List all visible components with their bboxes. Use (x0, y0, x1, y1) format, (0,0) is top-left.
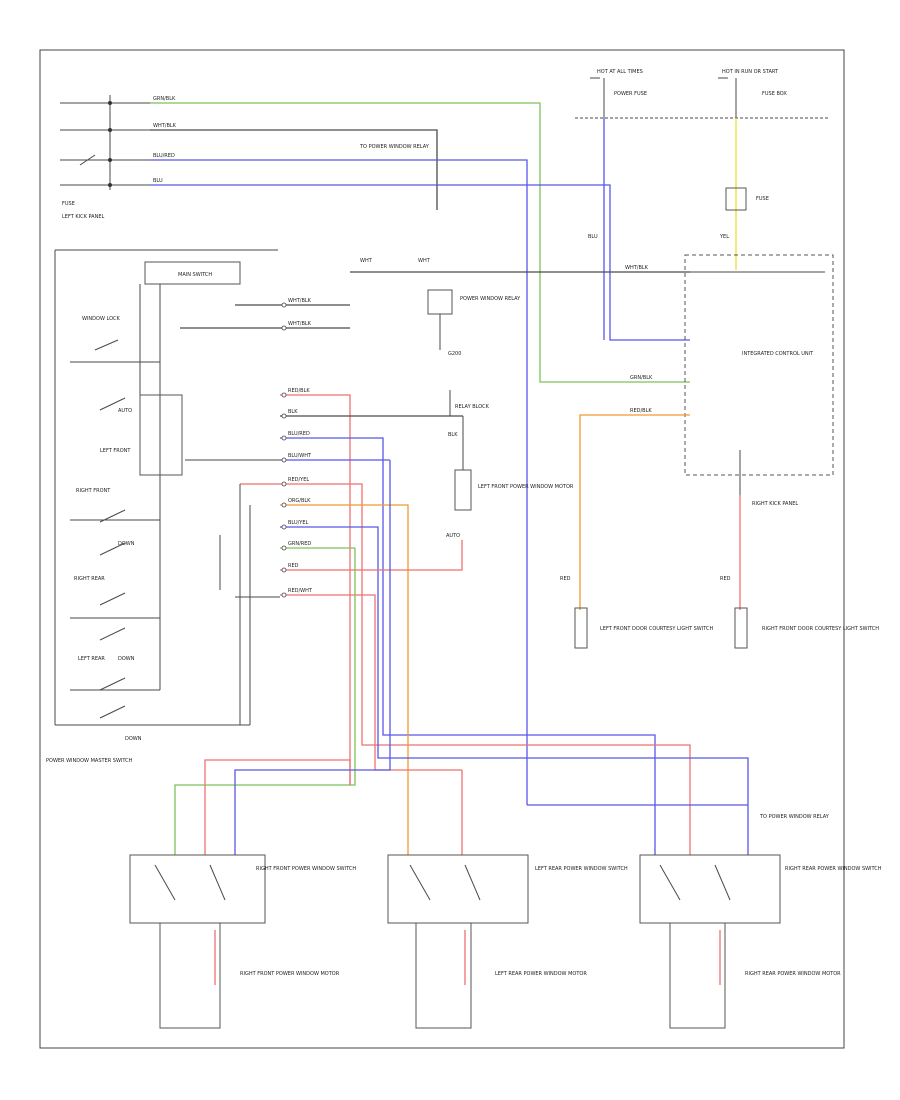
wire-label-grn-blk-relay: GRN/BLK (630, 375, 653, 381)
label-hot-all-times: HOT AT ALL TIMES (597, 69, 643, 75)
wire-label-blk-mid: BLK (448, 432, 458, 438)
top-left-connector: LEFT KICK PANEL FUSE (55, 95, 278, 251)
label-down-2: DOWN (118, 656, 135, 662)
label-auto-mid: AUTO (446, 533, 460, 539)
label-relay-fuse: FUSE (756, 196, 769, 202)
wire-label-blu-fuse: BLU (588, 234, 598, 240)
label-relay-integration: INTEGRATED CONTROL UNIT (742, 351, 814, 357)
label-hot-run-start: HOT IN RUN OR START (722, 69, 779, 75)
wire-label-red-ms: RED (288, 563, 299, 569)
wire-label-wht-blk-relay: WHT/BLK (625, 265, 649, 271)
label-auto: AUTO (118, 408, 132, 414)
label-to-power-window-relay: TO POWER WINDOW RELAY (359, 144, 430, 150)
top-wires: GRN/BLK WHT/BLK BLU/RED BLU TO POWER WIN… (150, 96, 690, 805)
label-rr-motor: RIGHT REAR POWER WINDOW MOTOR (745, 971, 841, 977)
label-left-kick-panel: LEFT KICK PANEL (62, 214, 105, 220)
wire-label-wht-mid: WHT (360, 258, 373, 264)
door-courtesy-switches: LEFT FRONT DOOR COURTESY LIGHT SWITCH RI… (560, 414, 879, 649)
wire-label-blu-red-ms: BLU/RED (288, 431, 310, 437)
label-rr-switch: RIGHT REAR POWER WINDOW SWITCH (785, 866, 882, 872)
label-window-lock: WINDOW LOCK (82, 316, 121, 322)
wire-label-red-door-right: RED (720, 576, 731, 582)
wire-label-blu: BLU (153, 178, 163, 184)
wire-label-red-blk: RED/BLK (288, 388, 310, 394)
wire-label-blu-yel: BLU/YEL (288, 520, 309, 526)
wire-label-wht-mid2: WHT (418, 258, 431, 264)
fuse-box-top: HOT AT ALL TIMES HOT IN RUN OR START POW… (575, 69, 830, 340)
label-rf-motor: RIGHT FRONT POWER WINDOW MOTOR (240, 971, 340, 977)
label-main-switch-title: MAIN SWITCH (178, 272, 212, 278)
power-window-master-switch: MAIN SWITCH WINDOW LOCK LEFT FRONT RIGHT… (46, 250, 250, 764)
wire-label-org-blk: ORG/BLK (288, 498, 311, 504)
wire-label-red-yel: RED/YEL (288, 477, 309, 483)
wire-label-wht-blk: WHT/BLK (153, 123, 177, 129)
label-fuse-small: FUSE (62, 201, 75, 207)
wire-label-wht-blk-ms2: WHT/BLK (288, 321, 312, 327)
label-right-rear: RIGHT REAR (74, 576, 105, 582)
label-ground-pt: G200 (448, 351, 461, 357)
label-fuse-top-left: POWER FUSE (614, 91, 647, 97)
wire-label-grn-blk: GRN/BLK (153, 96, 176, 102)
label-to-relay-bottom: TO POWER WINDOW RELAY (759, 814, 830, 820)
wire-label-blu-red: BLU/RED (153, 153, 175, 159)
wire-label-grn-red: GRN/RED (288, 541, 311, 547)
label-rf-switch: RIGHT FRONT POWER WINDOW SWITCH (256, 866, 356, 872)
label-relay-block: RELAY BLOCK (455, 404, 490, 410)
wire-label-blu-wht: BLU/WHT (288, 453, 312, 459)
label-down-1: DOWN (118, 541, 135, 547)
wire-label-red-wht: RED/WHT (288, 588, 313, 594)
label-left-front: LEFT FRONT (100, 448, 131, 454)
right-rear-door-unit: RIGHT REAR POWER WINDOW SWITCH RIGHT REA… (527, 804, 882, 1029)
label-lr-motor: LEFT REAR POWER WINDOW MOTOR (495, 971, 587, 977)
label-right-front-door-switch: RIGHT FRONT DOOR COURTESY LIGHT SWITCH (762, 626, 879, 632)
power-window-relay: POWER WINDOW RELAY G200 RELAY BLOCK LEFT… (360, 258, 574, 539)
wire-label-blk-ms: BLK (288, 409, 298, 415)
label-left-rear: LEFT REAR (78, 656, 105, 662)
label-power-window-relay: POWER WINDOW RELAY (460, 296, 521, 302)
label-left-front-door-switch: LEFT FRONT DOOR COURTESY LIGHT SWITCH (600, 626, 713, 632)
master-switch-connector: WHT/BLK WHT/BLK RED/BLK BLK BLU/RED BLU/… (180, 298, 749, 855)
right-front-door-unit: RIGHT FRONT POWER WINDOW SWITCH RIGHT FR… (129, 460, 391, 1029)
wire-label-red-blk-relay: RED/BLK (630, 408, 652, 414)
wire-label-wht-blk-ms1: WHT/BLK (288, 298, 312, 304)
label-lr-switch: LEFT REAR POWER WINDOW SWITCH (535, 866, 628, 872)
label-left-front-motor: LEFT FRONT POWER WINDOW MOTOR (478, 484, 574, 490)
label-down-3: DOWN (125, 736, 142, 742)
label-right-kick-panel: RIGHT KICK PANEL (752, 501, 798, 507)
left-rear-door-unit: LEFT REAR POWER WINDOW SWITCH LEFT REAR … (387, 770, 628, 1029)
diagram-frame (39, 49, 845, 1049)
wire-label-red-door: RED (560, 576, 571, 582)
label-fuse-top-right: FUSE BOX (762, 91, 787, 97)
label-right-front: RIGHT FRONT (76, 488, 111, 494)
label-master-switch: POWER WINDOW MASTER SWITCH (46, 758, 133, 764)
integrated-control-unit: WHT/BLK INTEGRATED CONTROL UNIT RIGHT KI… (350, 254, 834, 507)
wire-label-yel: YEL (719, 234, 729, 240)
